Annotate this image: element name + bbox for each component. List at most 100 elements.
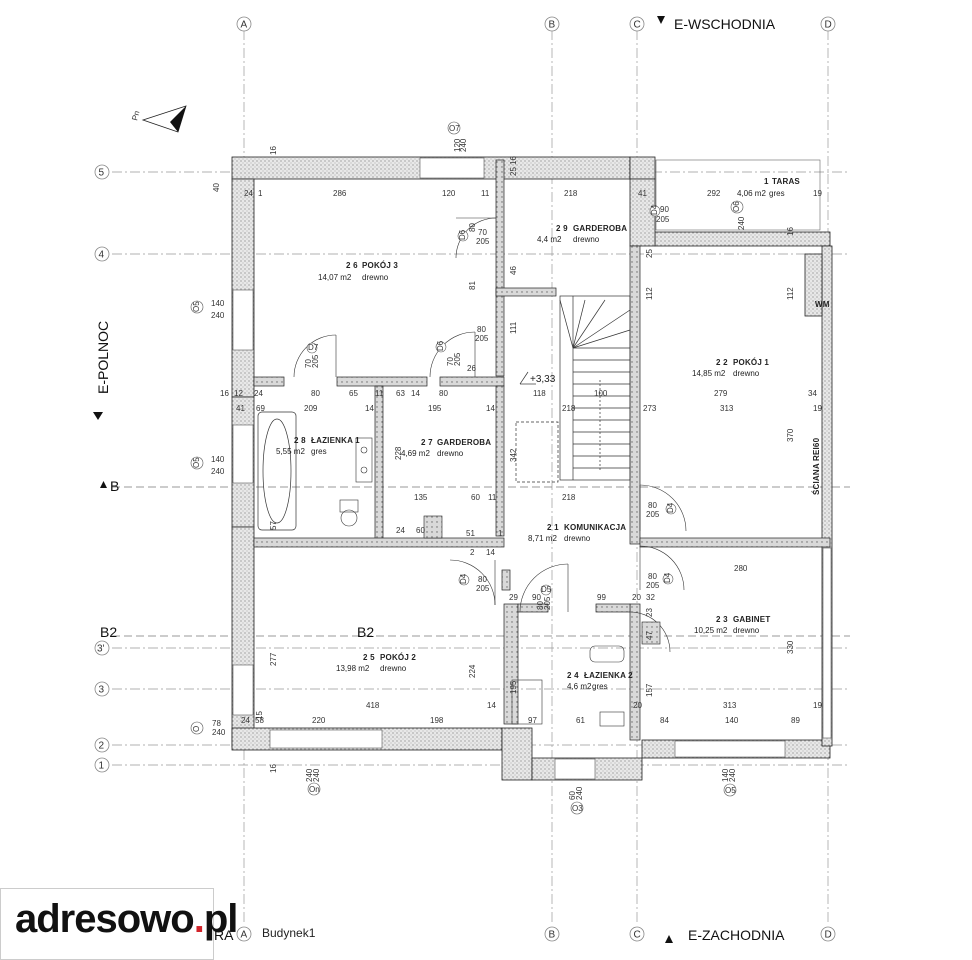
room-area-pokoj-3: 14,07 m2 [318,273,352,282]
dim-label: 418 [366,701,380,710]
axis-col-c-top: C [634,20,641,31]
dim-label: 11 [481,189,490,198]
dimensions: 24 1 286 120 11 218 41 292 19 12 24 80 6… [212,146,822,773]
elevation-north-marker [93,412,103,420]
door-height: 205 [475,334,489,343]
door-width: 80 [648,501,657,510]
window-height: 240 [459,138,468,152]
window-height: 240 [312,768,321,782]
building-label: Budynek1 [262,926,316,940]
dim-label: 19 [813,189,822,198]
room-labels: 1 TARAS 4,06 m2 gres 2 6 POKÓJ 3 14,07 m… [276,177,800,691]
dim-label: 157 [645,683,654,697]
door-width: 80 [478,575,487,584]
room-number: 2 4 [567,671,579,680]
dim-label: 330 [786,640,795,654]
north-arrow-label: Pn [130,110,141,122]
bathtub-icon [257,411,297,531]
axis-row-1: 1 [99,761,105,772]
dim-label: 65 [349,389,358,398]
level-mark-label: +3,33 [530,374,556,385]
window-openings [232,157,832,780]
door-height: 205 [311,354,320,368]
dim-label: 14 [487,701,496,710]
window-width: 120 [453,138,462,152]
dim-label: 14 [486,404,495,413]
elevation-west-marker [665,935,673,943]
dim-label: 26 [467,364,476,373]
axis-col-c-bottom: C [634,930,641,941]
room-name-gabinet: GABINET [733,615,770,624]
room-number: 2 5 [363,653,375,662]
window-height: 240 [212,728,226,737]
dim-label: 25 [509,167,518,176]
dim-label: 120 [442,189,456,198]
wm-label: WM [815,300,830,309]
axis-col-b-bottom: B [549,930,556,941]
room-floor-lazienka-2: gres [592,682,608,691]
dim-label: 63 [396,389,405,398]
dim-label: 24 [244,189,253,198]
dim-label: 60 [416,526,425,535]
axis-bubbles-left [94,164,110,773]
room-name-lazienka-2: ŁAZIENKA 2 [584,671,633,680]
dim-label: 112 [645,287,654,300]
dim-label: 47 [645,631,654,640]
door-width: 70 [478,228,487,237]
dim-label: 40 [212,183,221,192]
dim-label: 99 [597,593,606,602]
axis-row-4: 4 [99,250,105,261]
window-tag: O3 [572,804,583,813]
level-mark: +3,33 [519,371,556,385]
window-tag: O6 [732,201,741,212]
elevation-west-label: E-ZACHODNIA [688,927,785,943]
dim-label: 11 [488,493,497,502]
dim-label: 140 [725,716,739,725]
dim-label: 16 [786,227,795,236]
dim-label: 80 [311,389,320,398]
dim-label: 32 [646,593,655,602]
section-b-label: B [110,478,119,494]
room-area-pokoj-1: 14,85 m2 [692,369,726,378]
window-width: 240 [305,768,314,782]
dim-label: 24 [241,716,250,725]
axis-row-3p: 3' [97,644,105,655]
axis-col-a-bottom: A [241,930,248,941]
room-number: 2 6 [346,261,358,270]
door-height: 205 [656,215,670,224]
axis-row-2: 2 [99,741,105,752]
room-number: 1 [764,177,769,186]
dim-label: 286 [333,189,347,198]
brand-logo[interactable]: adresowo.pl [0,888,238,960]
window-width: 60 [568,791,577,800]
dim-label: 69 [256,404,265,413]
door-swings [293,217,687,653]
dim-label: 34 [808,389,817,398]
door-tag: D4 [663,572,672,583]
door-width: 90 [660,205,669,214]
dim-label: 24 [396,526,405,535]
room-area-lazienka-2: 4,6 m2 [567,682,592,691]
axis-bubbles-top [236,16,836,32]
room-area-garderoba-2-9: 4,4 m2 [537,235,562,244]
door-width: 80 [477,325,486,334]
room-floor-komunikacja: drewno [564,534,591,543]
window-height: 240 [575,786,584,800]
dim-label: 51 [466,529,475,538]
dim-label: 1 [498,529,503,538]
dim-label: 25 [645,249,654,258]
dim-label: 41 [638,189,647,198]
door-tag: D4 [666,502,675,513]
axis-col-a-top: A [241,20,248,31]
dim-label: 218 [562,404,576,413]
door-tag: D4 [459,573,468,584]
room-floor-taras: gres [769,189,785,198]
room-name-garderoba-2-9: GARDEROBA [573,224,627,233]
dim-label: 313 [720,404,734,413]
elevation-east-marker [657,16,665,24]
room-area-gabinet: 10,25 m2 [694,626,728,635]
dim-label: 280 [734,564,748,573]
window-width: 140 [721,768,730,782]
door-tag: D7 [308,343,319,352]
